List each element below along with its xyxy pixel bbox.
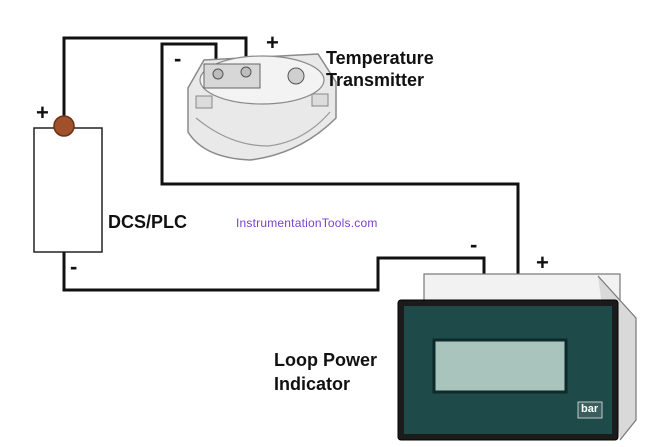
transmitter-screw-3 <box>287 67 305 85</box>
transmitter-screw-1 <box>212 68 224 80</box>
indicator-label-line2: Indicator <box>274 374 351 394</box>
dcs-positive-sign: + <box>36 100 49 125</box>
loop-wires <box>62 36 520 292</box>
dcs-positive-terminal <box>53 115 75 137</box>
transmitter-label-line2: Transmitter <box>326 70 425 90</box>
transmitter-mount-right <box>311 93 329 107</box>
transmitter-lower-shell <box>195 111 331 147</box>
wire-dcs-negative <box>62 252 486 292</box>
indicator-brand-badge <box>577 401 603 419</box>
transmitter-negative-sign: - <box>174 46 182 71</box>
watermark-text: InstrumentationTools.com <box>236 216 378 230</box>
temperature-transmitter-device <box>187 53 337 161</box>
indicator-display <box>432 338 568 394</box>
transmitter-screw-2 <box>240 66 252 78</box>
indicator-label-line1: Loop Power <box>274 350 377 370</box>
indicator-positive-sign: + <box>536 250 549 275</box>
transmitter-mount-left <box>195 95 213 109</box>
dcs-plc-box <box>33 127 103 253</box>
wire-dcs-positive <box>62 36 248 124</box>
transmitter-positive-sign: + <box>266 30 279 55</box>
dcs-negative-sign: - <box>70 254 78 279</box>
indicator-brand-text: bar <box>581 403 599 415</box>
transmitter-terminal-block <box>203 63 261 89</box>
wire-transmitter-negative <box>160 42 520 292</box>
loop-power-indicator-device <box>397 273 637 441</box>
indicator-negative-sign: - <box>470 232 478 257</box>
dcs-plc-label: DCS/PLC <box>108 212 188 232</box>
transmitter-label-line1: Temperature <box>326 48 434 68</box>
